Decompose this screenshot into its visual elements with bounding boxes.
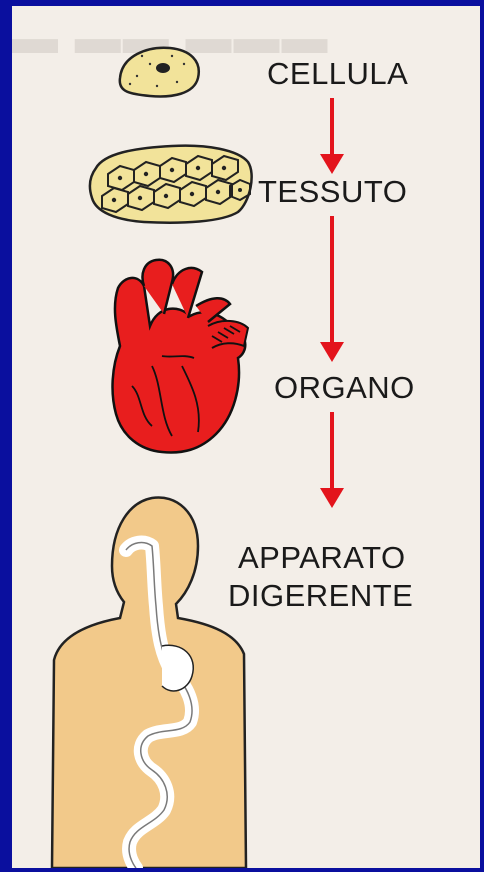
diagram-panel: ▬ ▬▬ ▬▬▬ — [12, 6, 480, 868]
heart-icon — [113, 260, 248, 453]
label-organo: ORGANO — [274, 370, 415, 406]
label-digerente: DIGERENTE — [228, 578, 413, 614]
label-apparato: APPARATO — [238, 540, 406, 576]
diagram-artwork — [12, 6, 480, 868]
arrow-tessuto-organo — [320, 216, 344, 362]
arrow-organo-apparato — [320, 412, 344, 508]
label-tessuto: TESSUTO — [258, 174, 407, 210]
label-cellula: CELLULA — [267, 56, 408, 92]
digestive-system-icon — [52, 497, 246, 868]
tissue-icon — [90, 146, 252, 223]
arrow-cellula-tessuto — [320, 98, 344, 174]
cell-icon — [120, 48, 199, 97]
